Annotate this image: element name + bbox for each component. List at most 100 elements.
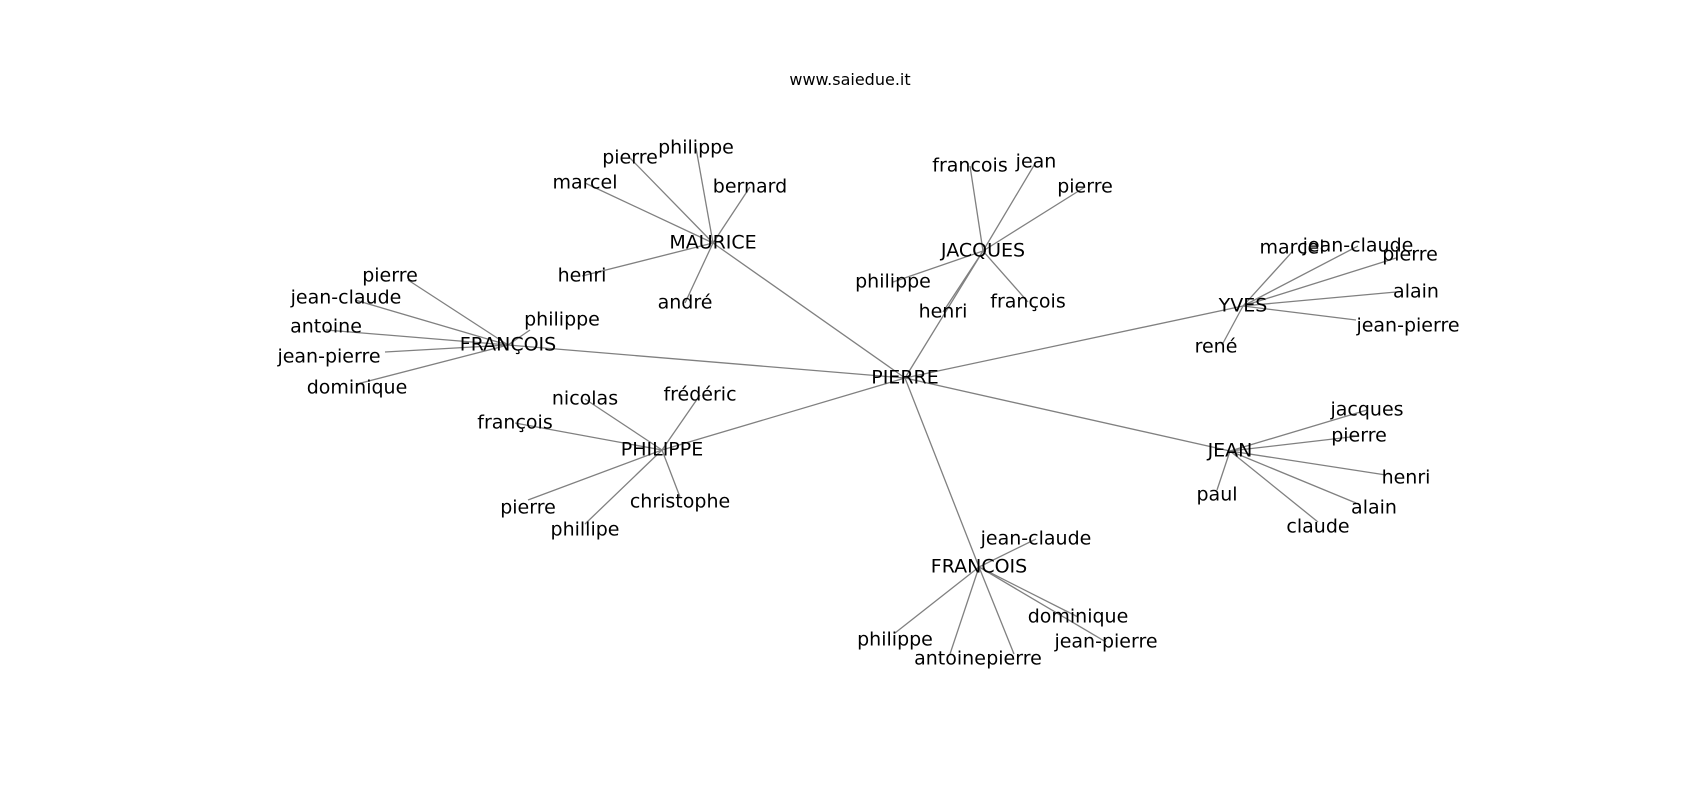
hub-node-label: FRANCOIS [931,556,1027,578]
edge-hub-to-leaf [407,279,509,346]
edge-hub-to-leaf [695,147,714,244]
edge-hub-to-leaf [978,538,1037,568]
edge-hub-to-leaf [1229,450,1357,504]
leaf-node-label: jean-claude [290,287,402,309]
leaf-node-label: henri [1382,467,1431,489]
root-node-label: PIERRE [871,367,938,389]
edge-hub-to-leaf [892,250,984,283]
edge-hub-to-leaf [978,566,1015,655]
leaf-node-label: bernard [713,176,787,198]
leaf-node-label: alain [1351,497,1397,519]
leaf-node-label: philippe [855,271,931,293]
edge-hub-to-leaf [894,566,980,634]
edge-hub-to-leaf [384,344,509,353]
leaf-node-label: jacques [1329,399,1403,421]
leaf-node-label: rené [1195,336,1238,358]
hub-node-label: JACQUES [940,240,1025,262]
edge-hub-to-leaf [982,161,1037,252]
edge-hub-to-leaf [661,394,701,451]
edge-hub-to-leaf [949,566,980,655]
edge-root-to-hub [712,242,906,379]
edge-root-to-hub [904,377,1231,452]
leaf-node-label: marcel [1260,237,1325,259]
hub-node-label: YVES [1218,295,1268,317]
edge-hub-to-leaf [325,329,509,346]
leaf-node-label: antoine [290,316,362,338]
leaf-node-label: pierre [1382,244,1438,266]
edge-root-to-hub [661,377,906,451]
edge-hub-to-leaf [978,566,1107,643]
leaf-node-label: andré [658,292,713,314]
edge-hub-to-leaf [982,250,1029,303]
edge-hub-to-leaf [356,344,509,385]
edge-hub-to-leaf [1221,305,1244,346]
edge-hub-to-leaf [1229,450,1319,523]
edge-hub-to-leaf [978,566,1079,618]
leaf-node-label: pierre [1057,176,1113,198]
edge-hub-to-leaf [1242,251,1293,307]
edge-hub-to-leaf [584,182,714,244]
edge-root-to-hub [904,377,980,568]
leaf-node-label: henri [919,301,968,323]
edge-hub-to-leaf [584,398,663,451]
leaf-node-label: nicolas [552,388,618,410]
leaf-node-label: marcel [553,172,618,194]
edge-hub-to-leaf [584,449,663,525]
edge-hub-to-leaf [1242,305,1357,321]
edge-hub-to-leaf [1242,291,1397,307]
leaf-node-label: jean-claude [980,528,1092,550]
edge-root-to-hub [904,250,984,379]
leaf-node-label: pierre [602,147,658,169]
edge-hub-to-leaf [507,329,531,346]
edge-hub-to-leaf [1229,409,1368,452]
hub-node-label: FRANÇOIS [460,334,556,356]
leaf-node-label: pierre [986,648,1042,670]
edge-hub-to-leaf [1229,450,1387,476]
leaf-node-label: jean-claude [1302,235,1414,257]
leaf-node-label: jean [1015,151,1057,173]
leaf-node-label: phillipe [551,519,620,541]
leaf-node-label: pierre [1331,425,1387,447]
leaf-node-label: françois [477,412,552,434]
leaf-node-label: pierre [362,265,418,287]
leaf-node-label: françois [990,291,1065,313]
leaf-node-label: pierre [500,497,556,519]
edge-hub-to-leaf [942,250,984,313]
edge-hub-to-leaf [661,449,681,498]
edge-hub-to-leaf [581,242,714,277]
edge-root-to-hub [904,305,1244,379]
leaf-node-label: christophe [630,491,730,513]
labels-layer: PIERRE MAURICE pierre philippe marcel bernard… [276,137,1459,670]
edge-hub-to-leaf [1229,435,1360,452]
leaf-node-label: claude [1286,516,1349,538]
leaf-node-label: philippe [857,629,933,651]
edge-hub-to-leaf [1242,245,1359,307]
watermark-text: www.saiedue.it [789,70,911,89]
leaf-node-label: francois [932,155,1007,177]
edge-hub-to-leaf [712,186,751,244]
leaf-node-label: alain [1393,281,1439,303]
leaf-node-label: jean-pierre [1355,315,1459,337]
edge-hub-to-leaf [684,242,714,304]
edge-root-to-hub [507,344,906,379]
leaf-node-label: jean-pierre [276,346,380,368]
leaf-node-label: henri [558,265,607,287]
hub-node-label: MAURICE [669,232,756,254]
leaf-node-label: paul [1196,484,1237,506]
leaf-node-label: dominique [1028,606,1129,628]
edge-hub-to-leaf [1216,450,1231,491]
leaf-node-label: antoine [914,648,986,670]
edge-hub-to-leaf [514,422,663,451]
leaf-node-label: frédéric [663,384,736,406]
leaf-node-label: philippe [524,309,600,331]
hub-node-label: PHILIPPE [621,439,703,461]
edges-layer [325,147,1397,655]
edge-hub-to-leaf [629,157,714,244]
leaf-node-label: dominique [307,377,408,399]
leaf-node-label: jean-pierre [1053,631,1157,653]
edge-hub-to-leaf [982,186,1086,252]
edge-hub-to-leaf [527,449,663,501]
edge-hub-to-leaf [354,299,509,346]
edge-hub-to-leaf [969,165,984,252]
